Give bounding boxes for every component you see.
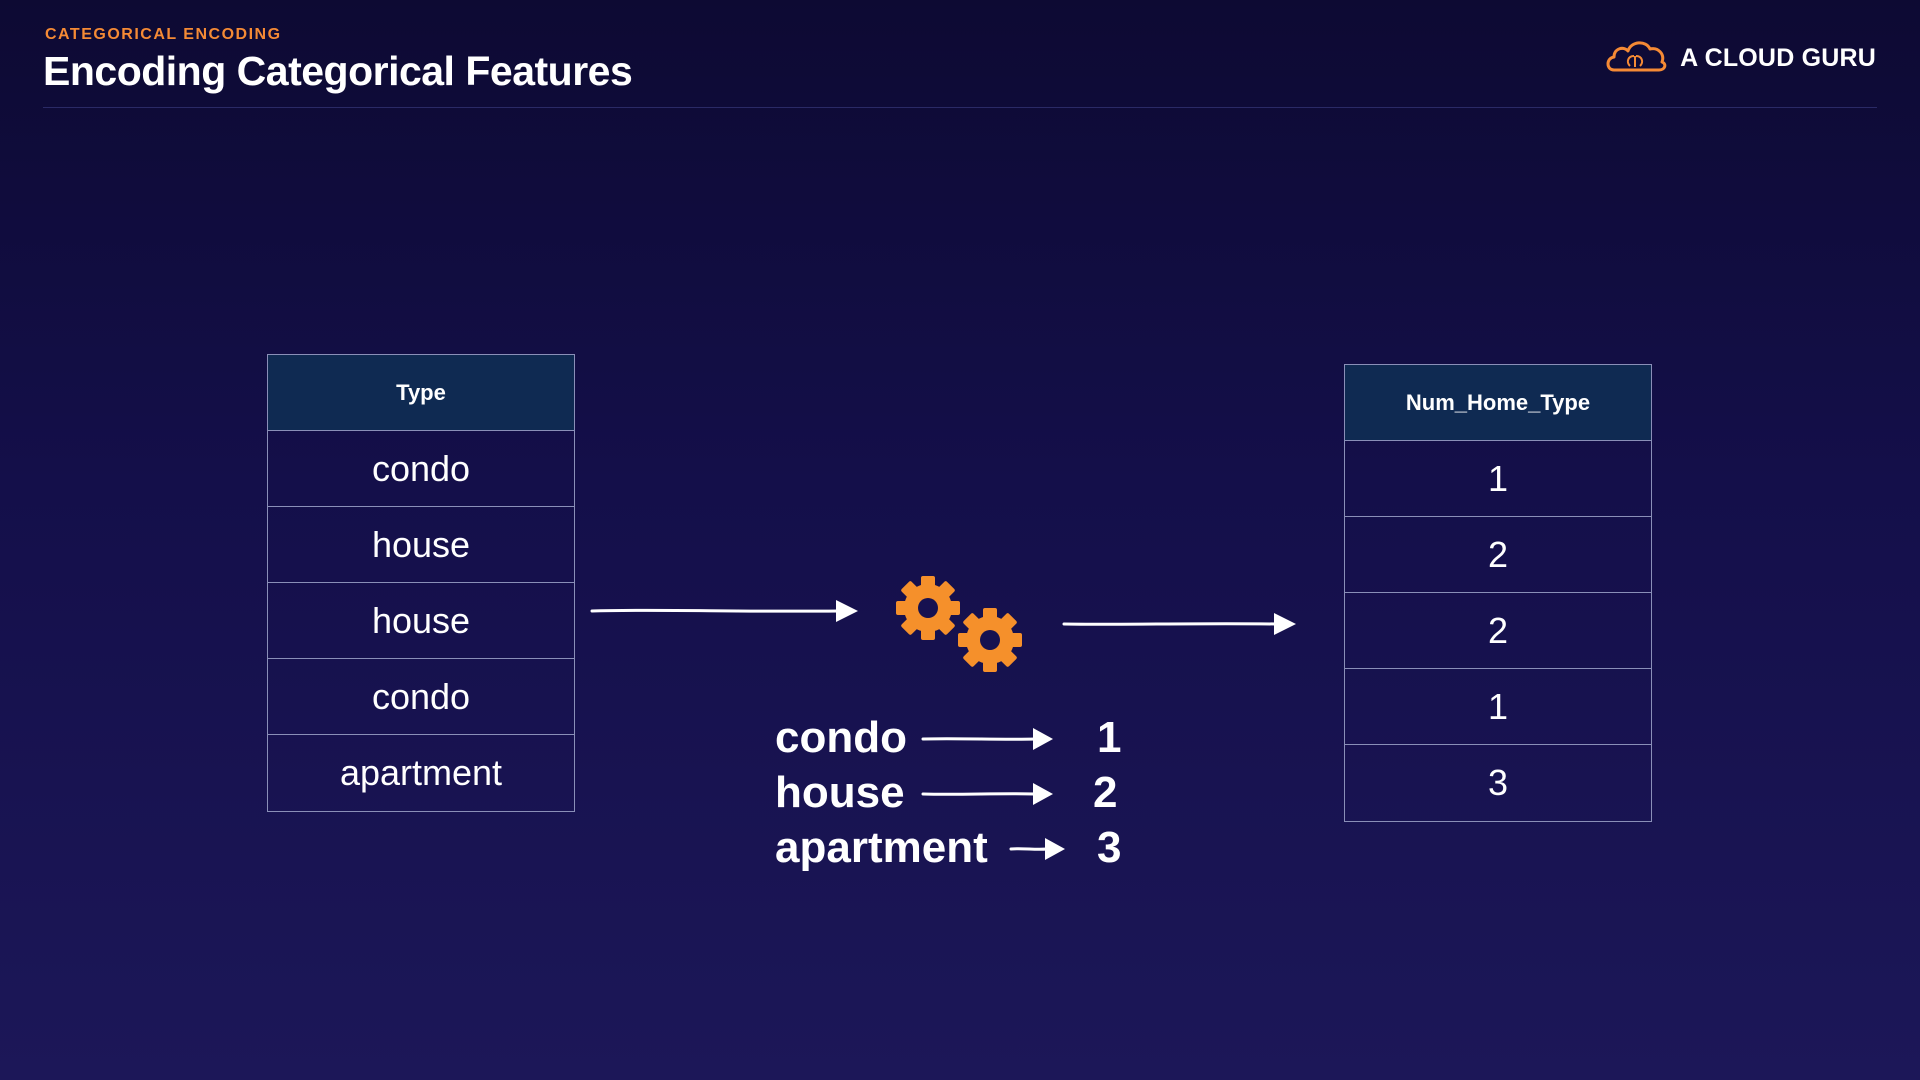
input-table-cell: condo — [268, 659, 574, 735]
output-table-cell: 1 — [1345, 669, 1651, 745]
output-table-cell: 2 — [1345, 593, 1651, 669]
input-table-cell: house — [268, 583, 574, 659]
mapping-value: 3 — [1097, 823, 1122, 872]
mapping-value: 2 — [1093, 768, 1118, 817]
output-table-cell: 1 — [1345, 441, 1651, 517]
output-arrow-icon — [1062, 613, 1296, 635]
input-arrow-icon — [590, 600, 858, 622]
header-divider — [43, 107, 1877, 108]
mapping-key: house — [775, 768, 905, 817]
input-table: Type condo house house condo apartment — [267, 354, 575, 812]
slide-header: CATEGORICAL ENCODING Encoding Categorica… — [0, 0, 1920, 110]
mapping-value: 1 — [1097, 713, 1122, 762]
input-table-cell: apartment — [339, 752, 503, 793]
mapping-key: apartment — [775, 823, 988, 872]
mapping-arrow-icon — [921, 783, 1053, 805]
mapping-arrow-icon — [921, 728, 1053, 750]
output-table-cell: 3 — [1487, 762, 1509, 803]
cloud-logo-icon — [1604, 36, 1668, 81]
gears-icon — [896, 576, 1022, 672]
output-table-header: Num_Home_Type — [1345, 365, 1651, 441]
input-table-header: Type — [268, 355, 574, 431]
mapping-row: condo 1 — [775, 710, 1155, 765]
brand-name: A CLOUD GURU — [1680, 44, 1876, 72]
mapping-row: apartment 3 — [775, 820, 1155, 875]
brand-logo: A CLOUD GURU — [1604, 36, 1876, 81]
output-table-cell: 2 — [1345, 517, 1651, 593]
section-eyebrow: CATEGORICAL ENCODING — [45, 26, 282, 43]
output-table: Num_Home_Type 1 2 2 1 3 — [1344, 364, 1652, 822]
mapping-arrow-icon — [1009, 838, 1065, 860]
input-table-cell: condo — [268, 431, 574, 507]
input-table-cell: house — [268, 507, 574, 583]
mapping-key: condo — [775, 713, 907, 762]
page-title: Encoding Categorical Features — [43, 48, 633, 94]
encoding-mapping: condo 1 house 2 apartment 3 — [775, 710, 1155, 875]
mapping-row: house 2 — [775, 765, 1155, 820]
